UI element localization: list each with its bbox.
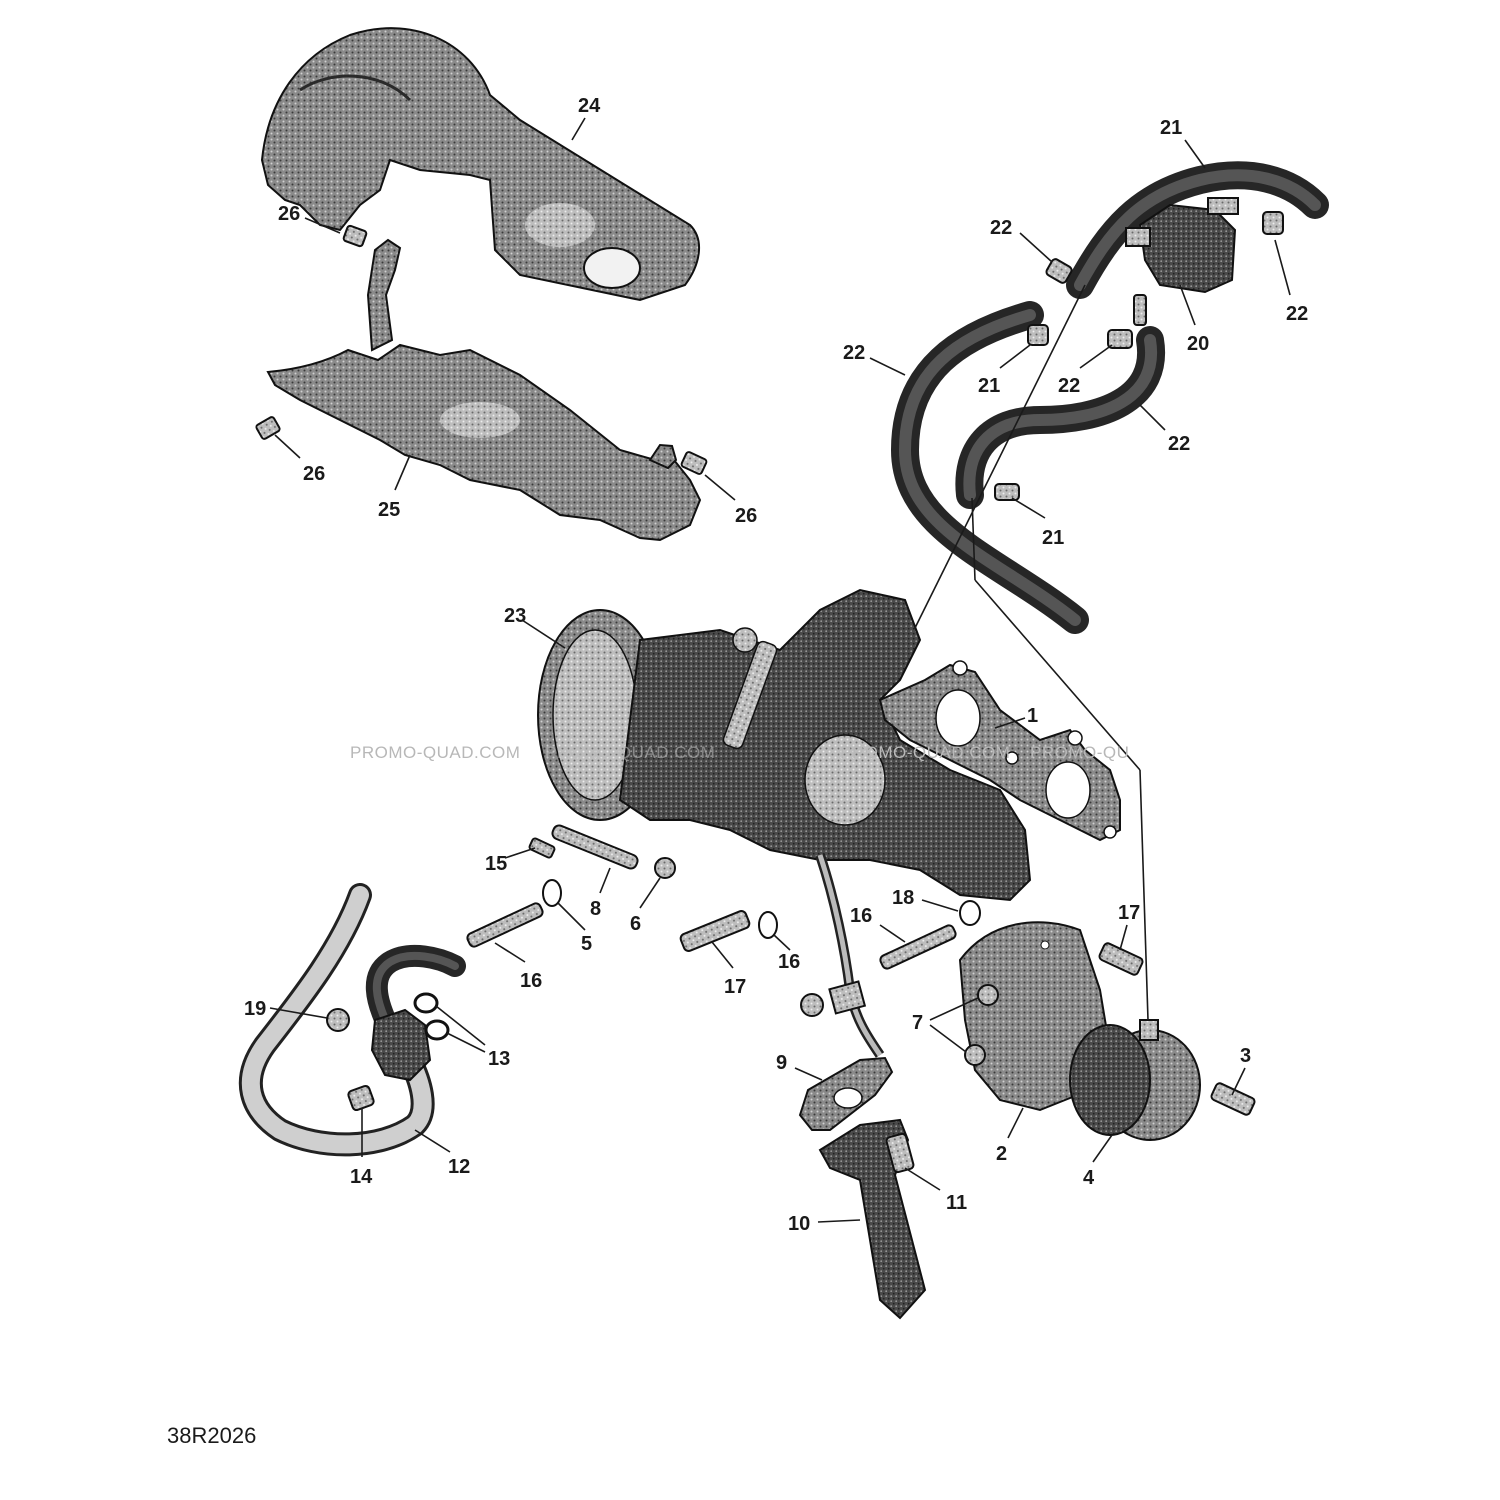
stud-18 — [679, 910, 751, 952]
callout-label: 6 — [630, 913, 641, 935]
coolant-hose-upper — [1066, 161, 1329, 299]
heat-shield-upper — [260, 27, 701, 302]
callout-label: 12 — [448, 1156, 470, 1178]
pipe-6 — [551, 824, 639, 870]
shield-bolt-right — [680, 451, 708, 475]
nut-7-lower — [964, 1044, 986, 1066]
callout-label: 3 — [1240, 1045, 1251, 1067]
coolant-hose-middle — [955, 326, 1166, 509]
nut-7-upper — [977, 984, 999, 1006]
nut-center — [800, 993, 824, 1017]
callout-label: 26 — [303, 463, 325, 485]
watermark-text: PROMO-QUAD.COM — [350, 743, 520, 762]
callout-label: 22 — [1168, 433, 1190, 455]
stud-17-right — [879, 924, 957, 970]
callout-label: 21 — [1160, 117, 1182, 139]
callout-label: 19 — [244, 998, 266, 1020]
leader-lines — [269, 117, 1291, 1223]
callout-label: 24 — [578, 95, 601, 117]
coolant-hose-long — [890, 301, 1089, 634]
callout-label: 13 — [488, 1048, 510, 1070]
washer-16-left — [542, 879, 562, 907]
callout-label: 2 — [996, 1143, 1007, 1165]
callout-label: 1 — [1027, 705, 1038, 727]
oil-feed-line — [815, 853, 885, 1058]
callout-label: 14 — [350, 1166, 373, 1188]
nut-5 — [654, 857, 676, 879]
callout-label: 9 — [776, 1052, 787, 1074]
callout-label: 22 — [843, 342, 865, 364]
hose-clamp-a — [1045, 258, 1073, 284]
shield-bolt-left — [255, 416, 281, 440]
callout-label: 26 — [735, 505, 757, 527]
callout-label: 4 — [1083, 1167, 1095, 1189]
hose-clamp-b — [1262, 211, 1284, 235]
shield-bolt-upper — [342, 224, 368, 248]
exhaust-gasket — [878, 660, 1121, 842]
hose-clamp-c — [1027, 324, 1049, 346]
bolt-3-upper — [1098, 942, 1144, 976]
bracket-center — [828, 980, 867, 1015]
reference-code: 38R2026 — [167, 1423, 256, 1448]
o-ring-13-upper — [413, 992, 439, 1014]
callout-label: 25 — [378, 499, 400, 521]
watermark-text: PROMO-QUAD.COM — [840, 743, 1010, 762]
callout-label: 26 — [278, 203, 300, 225]
callout-label: 21 — [1042, 527, 1064, 549]
callout-label: 18 — [892, 887, 914, 909]
callout-label: 21 — [978, 375, 1000, 397]
o-ring-13-lower — [424, 1019, 450, 1041]
callout-label: 16 — [520, 970, 542, 992]
callout-label: 22 — [1058, 375, 1080, 397]
hose-plug — [994, 483, 1020, 501]
callout-label: 20 — [1187, 333, 1209, 355]
bolt-3-lower — [1210, 1082, 1256, 1116]
callout-label: 16 — [850, 905, 872, 927]
watermark: PROMO-QUAD.COM PROMO-QUAD.COM PROMO-QUAD… — [350, 743, 1129, 762]
turbocharger — [537, 588, 1032, 902]
coolant-pipe-12 — [238, 883, 435, 1157]
wastegate-actuator — [1069, 1019, 1201, 1141]
callout-label: 10 — [788, 1213, 810, 1235]
oil-line-gasket — [798, 1056, 894, 1131]
hose-clamp-d — [1107, 329, 1133, 349]
coolant-valve — [1125, 197, 1239, 294]
bolt-11 — [885, 1132, 915, 1174]
callout-label: 15 — [485, 853, 507, 875]
washer-16-right — [959, 900, 981, 926]
hose-clamp-e — [1133, 294, 1147, 326]
watermark-text: PROMO-QU — [1030, 743, 1129, 762]
stud-17-left — [466, 902, 544, 948]
stud-8 — [528, 837, 556, 859]
heat-shield-lower — [266, 238, 702, 542]
watermark-text: PROMO-QUAD.COM — [545, 743, 715, 762]
callout-label: 22 — [990, 217, 1012, 239]
coolant-hose-short — [365, 944, 466, 1082]
callout-label: 17 — [724, 976, 746, 998]
callout-label: 7 — [912, 1012, 923, 1034]
callout-label: 22 — [1286, 303, 1308, 325]
nut-19 — [326, 1008, 350, 1032]
washer-16-middle — [758, 911, 778, 939]
callout-label: 5 — [581, 933, 592, 955]
callout-label: 17 — [1118, 902, 1140, 924]
callout-labels: 24 26 26 25 26 21 22 22 20 22 21 22 22 2… — [244, 95, 1308, 1235]
callout-label: 11 — [946, 1192, 967, 1214]
callout-label: 23 — [504, 605, 526, 627]
callout-label: 8 — [590, 898, 601, 920]
oil-return-pipe — [818, 1118, 927, 1320]
bolt-14 — [347, 1084, 375, 1112]
callout-label: 16 — [778, 951, 800, 973]
